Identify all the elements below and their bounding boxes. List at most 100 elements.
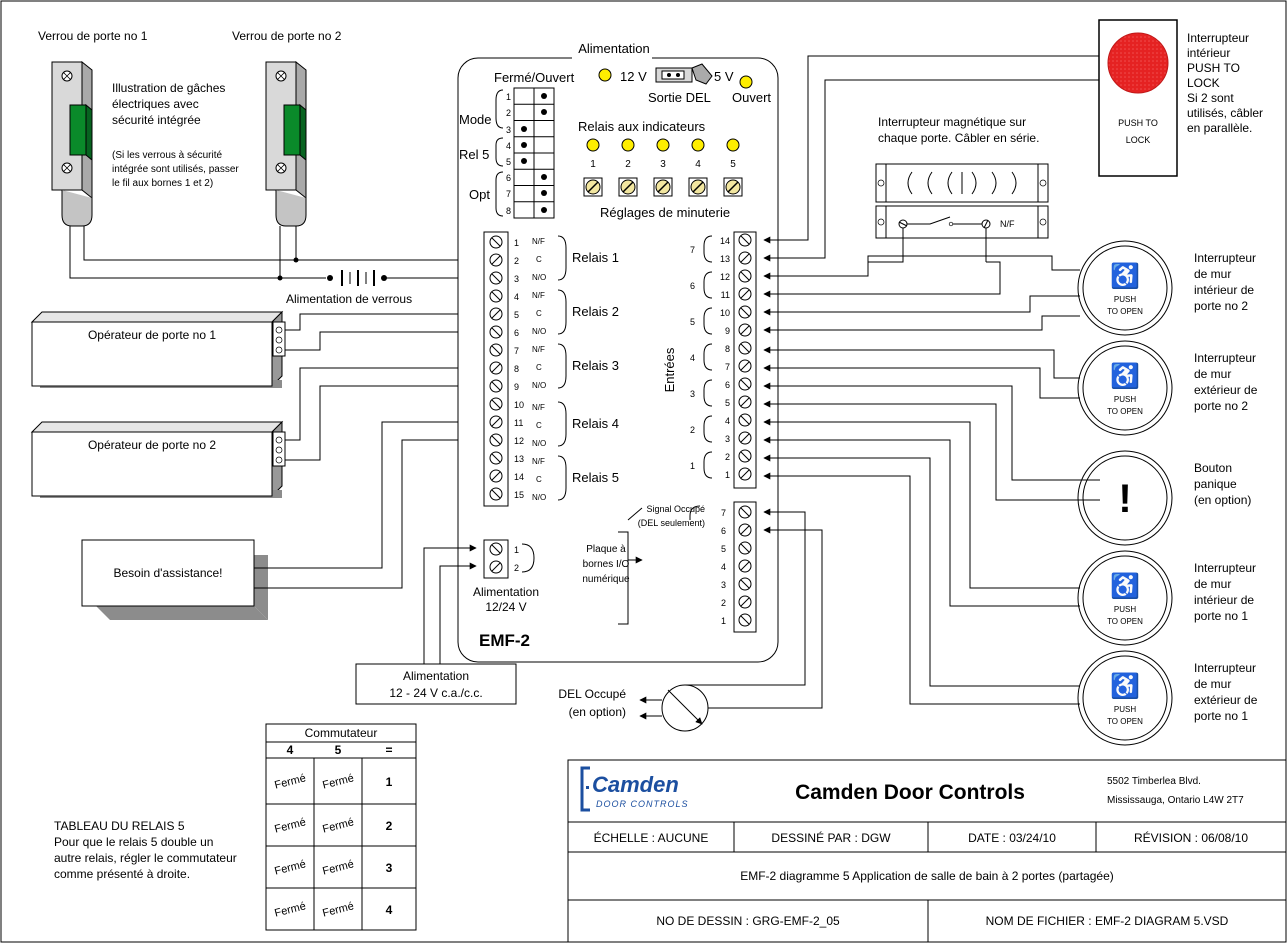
logo-sub-text: DOOR CONTROLS — [596, 799, 689, 809]
relay-terminal-number: 13 — [514, 454, 524, 464]
lock-power-label: Alimentation de verrous — [286, 292, 412, 306]
input-group-bracket — [703, 235, 713, 263]
commutator-cell: 4 — [386, 903, 393, 917]
dip-brackets — [495, 89, 504, 217]
relay-contact-label: N/O — [532, 381, 546, 390]
switch-label-line: Interrupteur — [1194, 561, 1256, 575]
io-terminal-number: 3 — [721, 580, 726, 590]
io-terminal-number: 5 — [721, 544, 726, 554]
dip-number-2: 2 — [506, 108, 511, 118]
busy-led-wires — [639, 508, 823, 720]
signal-busy-line-1: Signal Occupé — [646, 504, 705, 514]
commutator-header-5: 5 — [335, 743, 342, 757]
input-group-bracket — [703, 343, 713, 371]
input-terminal-number: 10 — [720, 308, 730, 318]
input-group-label: 4 — [690, 353, 695, 363]
battery-icon — [327, 270, 387, 286]
operator-2-label: Opérateur de porte no 2 — [88, 438, 216, 452]
panic-button: ! — [1077, 450, 1173, 546]
illustration-line-2: électriques avec — [112, 97, 199, 111]
lock-note-line-2: intégrée sont utilisés, passer — [112, 164, 239, 175]
input-terminal-number: 9 — [725, 326, 730, 336]
indicator-number-5: 5 — [730, 159, 736, 170]
led-out-label: Sortie DEL — [648, 90, 711, 105]
relay-contact-label: C — [536, 255, 542, 264]
relay-contact-label: N/F — [532, 403, 545, 412]
power-terminal-screws — [489, 542, 503, 574]
relay-terminal-screw — [489, 361, 503, 375]
wheelchair-icon: ♿ — [1110, 572, 1140, 600]
input-terminal-screws — [738, 233, 752, 481]
relay-contact-label: C — [536, 309, 542, 318]
input-terminal-screw — [738, 305, 752, 319]
open-label: Ouvert — [732, 90, 771, 105]
relay-terminal-number: 5 — [514, 310, 519, 320]
inputs-label: Entrées — [662, 347, 677, 392]
commutator-table — [265, 723, 417, 931]
input-terminal-screw — [738, 323, 752, 337]
switch-label-line: panique — [1194, 477, 1237, 491]
input-group-label: 1 — [690, 461, 695, 471]
input-terminal-number: 3 — [725, 434, 730, 444]
magnetic-line-1: Interrupteur magnétique sur — [878, 115, 1026, 129]
power-term-2: 2 — [514, 563, 519, 573]
camden-logo — [580, 766, 590, 812]
v12-label: 12 V — [620, 69, 647, 84]
input-terminal-screw — [738, 341, 752, 355]
push-lock-label-line: Interrupteur — [1187, 31, 1249, 45]
switch-label-line: extérieur de — [1194, 383, 1258, 397]
relay-contact-labels: N/FCN/ON/FCN/ON/FCN/ON/FCN/ON/FCN/O — [532, 237, 546, 502]
power-supply-line-2: 12 - 24 V c.a./c.c. — [389, 686, 482, 700]
power-terminal-screw — [489, 542, 503, 556]
logo-main-text: Camden — [592, 772, 679, 797]
switch-label-line: intérieur de — [1194, 593, 1254, 607]
operator-wires — [254, 310, 477, 589]
io-terminal-number: 6 — [721, 526, 726, 536]
dip-number-1: 1 — [506, 92, 511, 102]
voltage-jumper — [655, 63, 713, 85]
relay-contact-label: N/F — [532, 237, 545, 246]
switch-label-line: porte no 2 — [1194, 299, 1248, 313]
relay-contact-label: C — [536, 475, 542, 484]
relay-terminal-number: 3 — [514, 274, 519, 284]
power-term-1: 1 — [514, 545, 519, 555]
indicator-leds — [586, 138, 740, 152]
board-power-label: Alimentation — [578, 41, 650, 56]
led-12v-indicator — [598, 68, 612, 82]
input-group-bracket — [703, 451, 713, 479]
commutator-header-4: 4 — [287, 743, 294, 757]
push-open-line-1: PUSH — [1114, 395, 1136, 404]
relay-terminal-screw — [489, 343, 503, 357]
input-terminal-number: 2 — [725, 452, 730, 462]
indicator-number-4: 4 — [695, 159, 701, 170]
dip-number-5: 5 — [506, 157, 511, 167]
input-terminal-number: 11 — [721, 290, 730, 300]
power-supply-line-1: Alimentation — [403, 669, 469, 683]
board-power-line-1: Alimentation — [473, 585, 539, 599]
push-to-lock-button — [1098, 19, 1178, 177]
io-terminal-screw — [738, 595, 752, 609]
signal-bracket — [689, 505, 701, 520]
closed-open-label: Fermé/Ouvert — [494, 70, 575, 85]
push-lock-label-line: en parallèle. — [1187, 121, 1252, 135]
relay-contact-label: N/F — [532, 457, 545, 466]
relay-contact-label: C — [536, 363, 542, 372]
illustration-line-1: Illustration de gâches — [112, 81, 225, 95]
io-plate-bracket — [618, 507, 643, 625]
signal-busy-line-2: (DEL seulement) — [638, 518, 705, 528]
io-plate-line-3: numérique — [582, 574, 630, 585]
input-terminal-number: 12 — [720, 272, 730, 282]
indicator-number-1: 1 — [590, 159, 596, 170]
relay-contact-label: N/O — [532, 273, 546, 282]
scale-field: ÉCHELLE : AUCUNE — [594, 830, 709, 845]
busy-led-line-2: (en option) — [569, 705, 626, 719]
wheelchair-icon: ♿ — [1110, 362, 1140, 390]
relay-table-line-1: Pour que le relais 5 double un — [54, 835, 213, 849]
address-line-2: Mississauga, Ontario L4W 2T7 — [1107, 795, 1244, 806]
assistance-label: Besoin d'assistance! — [113, 566, 222, 580]
lock-note-line-3: le fil aux bornes 1 et 2) — [112, 178, 213, 189]
